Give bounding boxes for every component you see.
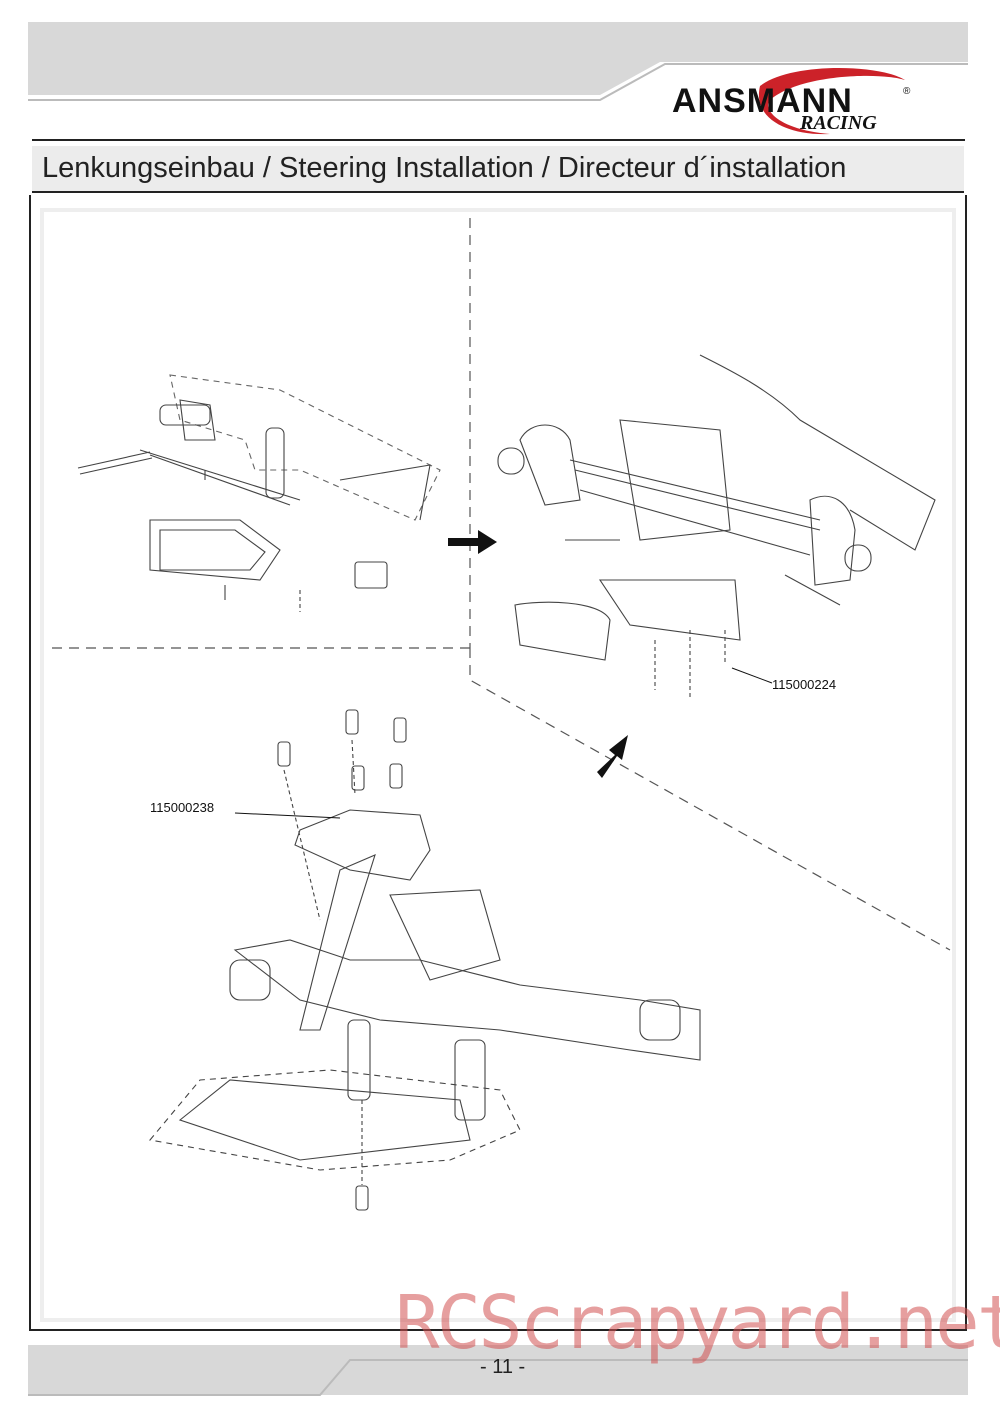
steering-linkage-diagram — [77, 374, 441, 612]
logo-swoosh — [758, 67, 905, 135]
arrow-right-icon — [448, 530, 497, 554]
watermark-text: RCScrapyard.net — [395, 1280, 1000, 1366]
page-title: Lenkungseinbau / Steering Installation /… — [42, 152, 847, 184]
footer-banner — [28, 1345, 968, 1395]
brand-racing-text: RACING — [800, 112, 877, 134]
front-suspension-diagram — [497, 354, 936, 700]
callout-line-left — [234, 812, 341, 819]
title-bar — [32, 146, 964, 193]
page-number: - 11 - — [480, 1356, 526, 1378]
part-number-label: 115000224 — [772, 677, 837, 692]
registered-mark: ® — [903, 86, 911, 97]
arrow-up-icon — [597, 735, 628, 778]
brand-logo-text: ANSMANN — [672, 82, 853, 120]
callout-line-right — [731, 667, 773, 684]
header-banner — [28, 22, 968, 141]
part-number-label: 115000238 — [150, 800, 215, 815]
steering-plate-diagram — [148, 709, 701, 1211]
